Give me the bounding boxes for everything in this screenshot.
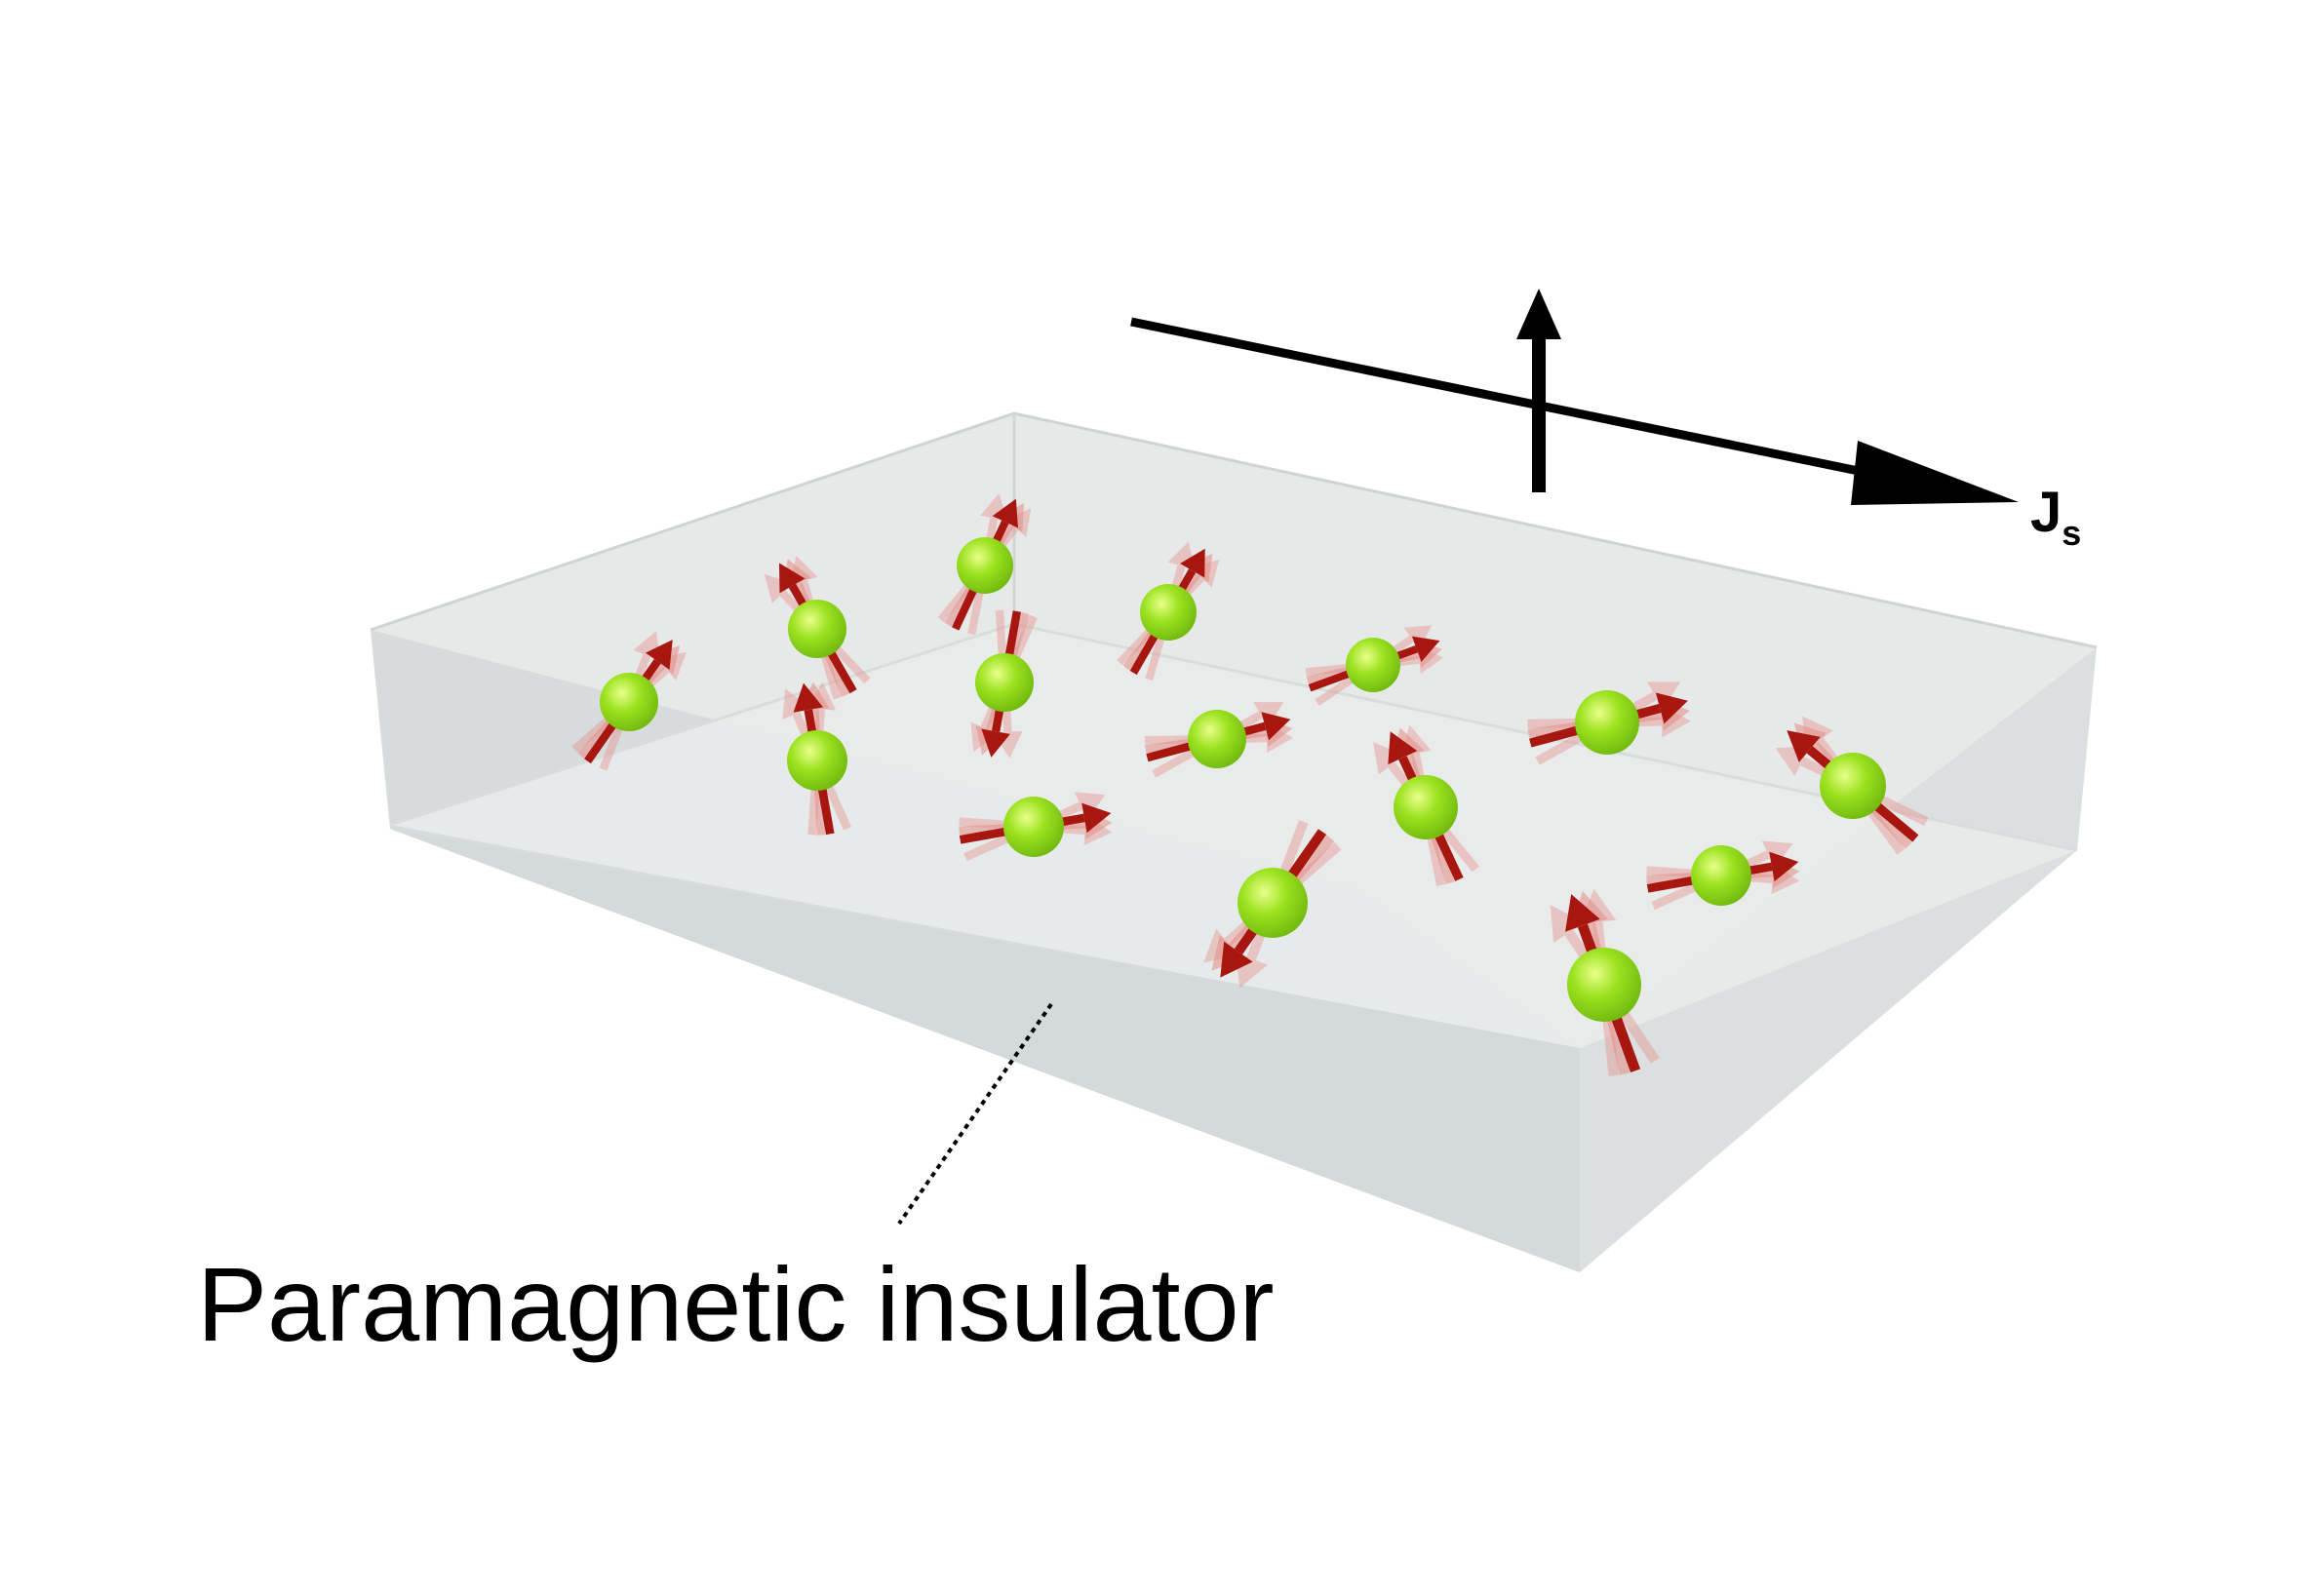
spin-arrowhead [1565, 894, 1600, 932]
current-label-subscript: s [2062, 513, 2081, 553]
spin-sphere-icon [975, 653, 1034, 712]
spin-particle [959, 792, 1113, 862]
current-arrowhead-icon [1851, 441, 2019, 505]
spin-sphere-icon [1003, 797, 1064, 857]
spin-arrowhead [1180, 548, 1205, 578]
spin-sphere-icon [600, 673, 658, 731]
spin-arrowhead [992, 498, 1018, 528]
spin-sphere-icon [1188, 710, 1246, 768]
spin-sphere-icon [788, 600, 846, 658]
spin-particle [937, 492, 1032, 636]
spin-arrowhead [1769, 851, 1799, 882]
vertical-spin-arrowhead-icon [1516, 289, 1561, 339]
slab-right-face [1580, 647, 2097, 1272]
spin-arrowhead [779, 563, 805, 594]
insulator-slab [370, 411, 2098, 1272]
spin-arrowhead [1373, 742, 1404, 775]
spin-arrowhead [1388, 731, 1418, 765]
spin-sphere-icon [1691, 845, 1751, 906]
spin-sphere-icon [1567, 948, 1641, 1022]
spin-sphere-icon [1346, 638, 1400, 692]
spin-sphere-icon [1238, 868, 1308, 938]
spin-sphere-icon [1140, 584, 1197, 641]
spin-arrowhead [1655, 692, 1688, 724]
spin-sphere-icon [1394, 775, 1458, 839]
spin-particle [970, 609, 1038, 759]
current-direction-line [1130, 317, 1883, 481]
spin-sphere-icon [787, 730, 847, 791]
spin-arrowhead [1411, 636, 1440, 662]
current-label-main: J [2030, 481, 2062, 544]
spin-current-arrow [1130, 289, 2019, 505]
spin-particle [782, 681, 852, 836]
spin-arrowhead [793, 682, 824, 713]
spin-particle [1775, 716, 1929, 855]
spin-arrowhead [1220, 941, 1253, 978]
current-label: Js [2030, 481, 2081, 553]
material-label: Paramagnetic insulator [197, 1245, 1275, 1363]
spin-sphere-icon [1820, 753, 1886, 819]
spin-particle [1203, 820, 1342, 989]
spin-particle [571, 631, 687, 771]
spin-particles [571, 492, 1929, 1076]
spin-arrowhead [645, 640, 673, 670]
spin-particle [1373, 724, 1479, 886]
spin-particle [1527, 681, 1691, 765]
spin-arrowhead [981, 728, 1010, 758]
spin-sphere-icon [1575, 690, 1639, 755]
spin-particle [1144, 702, 1293, 778]
spin-particle [1646, 840, 1800, 911]
spin-sphere-icon [957, 537, 1013, 594]
spin-particle [1305, 625, 1444, 706]
spin-arrowhead [1081, 802, 1112, 834]
spin-particle [764, 556, 871, 700]
spin-particle [1550, 888, 1660, 1076]
spin-arrowhead [1261, 712, 1291, 741]
spin-arrowhead [1787, 730, 1821, 762]
spin-particle [1117, 541, 1220, 681]
